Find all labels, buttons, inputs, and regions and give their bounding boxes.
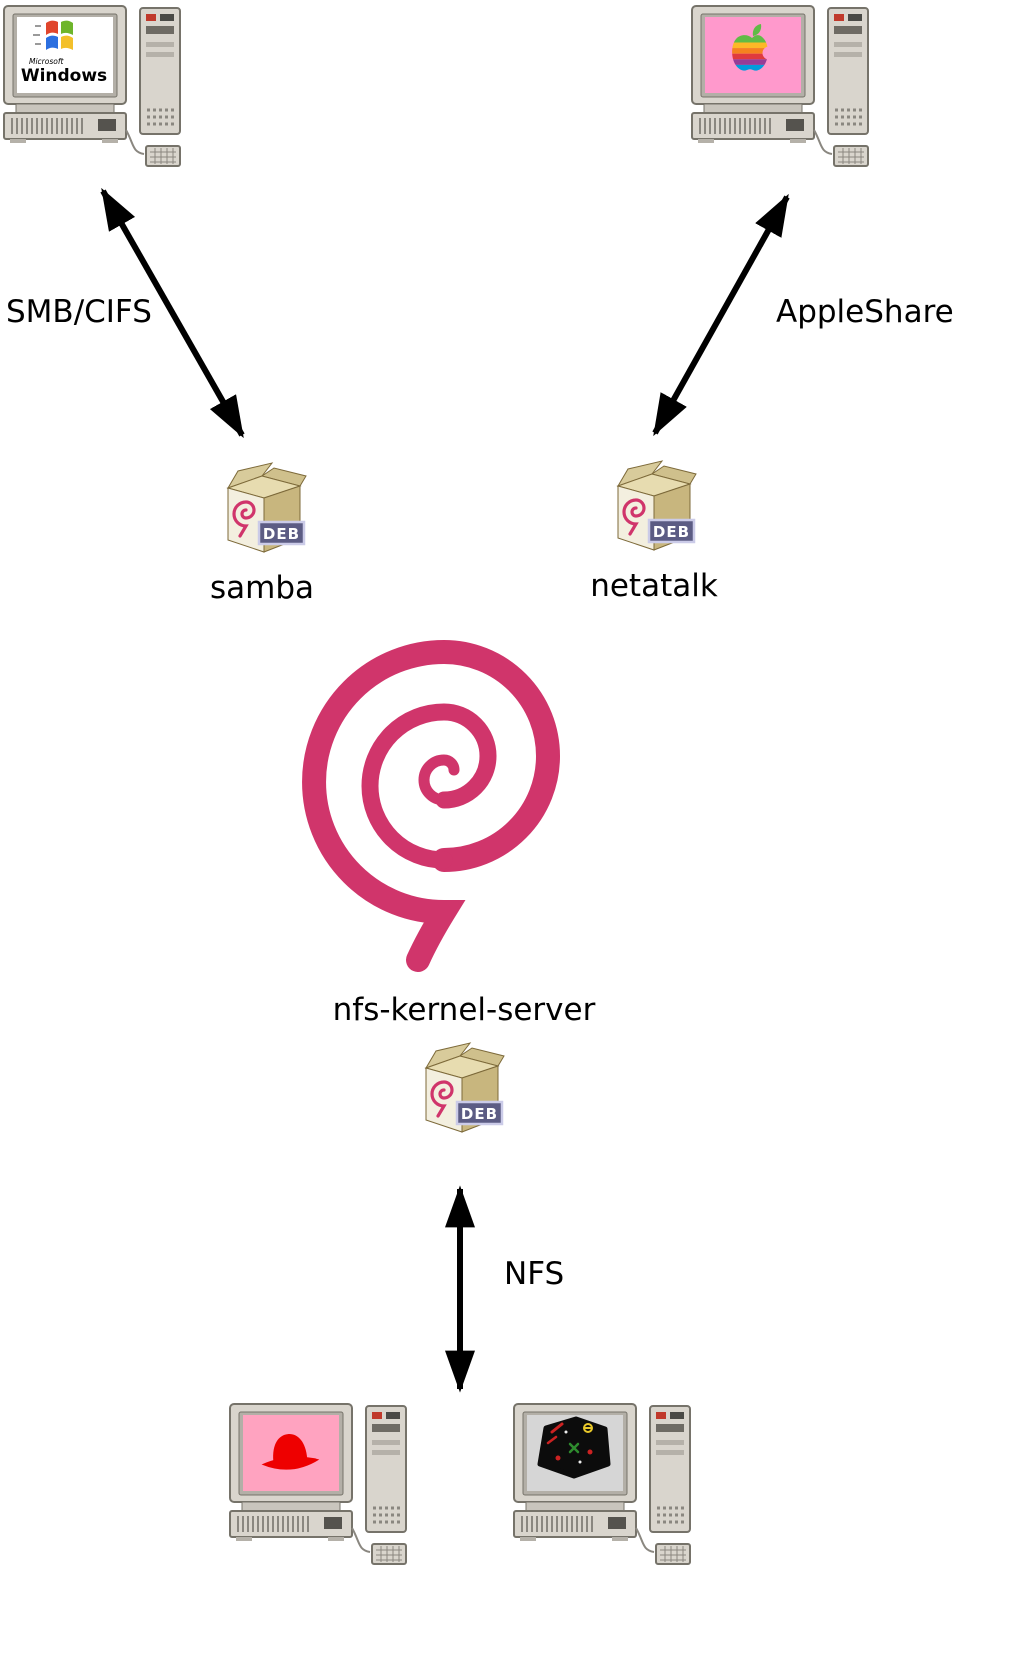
smb-cifs-arrow xyxy=(100,187,245,439)
swirl-mid-arm xyxy=(361,703,497,869)
appleshare-arrow xyxy=(652,193,790,437)
nfs-kernel-server-label: nfs-kernel-server xyxy=(332,992,596,1028)
smb-cifs-label: SMB/CIFS xyxy=(6,294,152,330)
swirl-center-hook xyxy=(418,754,460,806)
redhat-computer-icon xyxy=(228,1402,408,1566)
windows-computer-icon: Microsoft Windows xyxy=(2,4,182,168)
swirl-outer-arm xyxy=(302,639,560,972)
microsoft-label: Microsoft xyxy=(29,57,64,66)
windows-label: Windows xyxy=(21,66,107,86)
bsd-computer-icon xyxy=(512,1402,692,1566)
samba-label: samba xyxy=(209,570,315,606)
redhat-hat-logo-icon xyxy=(261,1434,320,1470)
nfs-kernel-server-package-icon xyxy=(424,1042,506,1134)
apple-computer-icon xyxy=(690,4,870,168)
netatalk-package-icon xyxy=(616,460,698,552)
apple-screen xyxy=(705,17,801,93)
nfs-label: NFS xyxy=(504,1256,565,1292)
netatalk-label: netatalk xyxy=(590,568,718,604)
debian-swirl-icon xyxy=(302,639,560,972)
redhat-screen xyxy=(243,1415,339,1491)
windows-logo-icon xyxy=(33,20,73,50)
bsd-daemon-logo-icon xyxy=(537,1416,611,1479)
bsd-screen xyxy=(527,1415,623,1491)
appleshare-label: AppleShare xyxy=(776,294,954,330)
samba-package-icon xyxy=(226,462,308,554)
windows-screen: Microsoft Windows xyxy=(17,17,113,93)
apple-rainbow-logo-icon xyxy=(732,24,776,71)
